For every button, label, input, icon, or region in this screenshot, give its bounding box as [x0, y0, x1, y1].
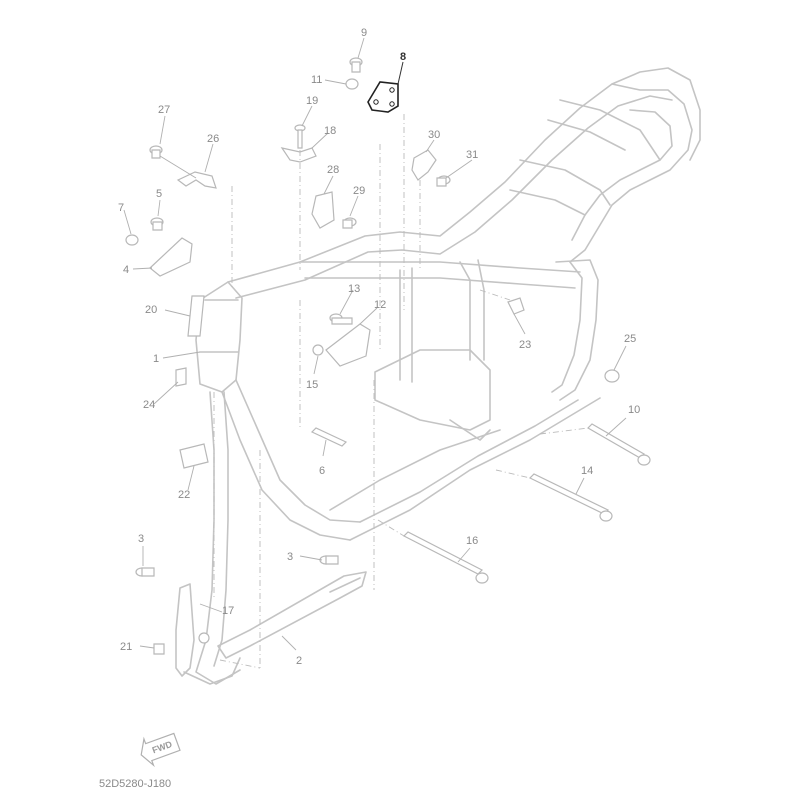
plate-22 — [179, 443, 209, 469]
bolt-6 — [310, 427, 348, 447]
diagram-code: 52D5280-J180 — [99, 778, 171, 790]
callout-30: 30 — [428, 129, 440, 141]
tape-20 — [187, 295, 205, 337]
callout-14: 14 — [581, 465, 593, 477]
callout-27: 27 — [158, 104, 170, 116]
callout-24: 24 — [143, 399, 155, 411]
fwd-arrow-icon — [140, 732, 181, 768]
callout-28: 28 — [327, 164, 339, 176]
leader-lines — [123, 37, 627, 651]
callout-18: 18 — [324, 125, 336, 137]
callout-20: 20 — [145, 304, 157, 316]
callout-5: 5 — [156, 188, 162, 200]
callout-29: 29 — [353, 185, 365, 197]
callout-1: 1 — [153, 353, 159, 365]
bracket-12 — [325, 323, 371, 367]
nut-17 — [198, 632, 210, 644]
fwd-arrow: FWD — [140, 732, 181, 768]
clip-26 — [176, 171, 217, 189]
bolt-13 — [329, 313, 353, 325]
main-frame — [175, 67, 701, 685]
callout-3-upper: 3 — [287, 551, 293, 563]
callout-2: 2 — [296, 655, 302, 667]
callout-23: 23 — [519, 339, 531, 351]
callout-13: 13 — [348, 283, 360, 295]
plug-21 — [153, 643, 165, 655]
callout-4: 4 — [123, 264, 129, 276]
bolt-9 — [349, 57, 363, 73]
clip-30 — [411, 149, 437, 181]
callout-3-lower: 3 — [138, 533, 144, 545]
plate-8-hole-b — [389, 87, 395, 93]
grommet-25 — [604, 369, 620, 383]
callout-6: 6 — [319, 465, 325, 477]
callout-31: 31 — [466, 149, 478, 161]
label-24 — [175, 367, 187, 387]
bolt-10 — [587, 423, 645, 459]
bolt-5 — [150, 217, 164, 231]
callout-17: 17 — [222, 605, 234, 617]
callout-15: 15 — [306, 379, 318, 391]
assembly-lines — [213, 114, 589, 669]
nut-15 — [312, 344, 324, 356]
plate-8-hole-a — [373, 99, 379, 105]
callout-26: 26 — [207, 133, 219, 145]
bolt-14 — [528, 473, 610, 515]
nut-7 — [125, 234, 139, 246]
callout-7: 7 — [118, 202, 124, 214]
bolt-3-upper — [319, 555, 339, 565]
small-parts — [125, 57, 651, 655]
plate-8-hole-c — [389, 101, 395, 107]
callout-10: 10 — [628, 404, 640, 416]
callout-8: 8 — [400, 51, 406, 63]
bolt-3-lower — [135, 567, 155, 577]
bolt-31 — [436, 175, 451, 187]
bracket-4 — [149, 237, 193, 277]
callout-12: 12 — [374, 299, 386, 311]
callout-11: 11 — [311, 74, 322, 86]
callout-19: 19 — [306, 95, 318, 107]
callout-25: 25 — [624, 333, 636, 345]
callout-21: 21 — [120, 641, 132, 653]
callouts: 27 26 5 7 4 20 1 24 22 19 18 28 29 30 31… — [118, 27, 640, 667]
plate-8 — [367, 81, 399, 113]
bolt-16 — [402, 531, 484, 575]
callout-9: 9 — [361, 27, 367, 39]
clamp-18 — [280, 147, 317, 163]
callout-22: 22 — [178, 489, 190, 501]
clip-23 — [507, 297, 525, 315]
screw-19 — [294, 124, 306, 149]
bolt-27 — [149, 145, 163, 159]
nut-11 — [345, 78, 359, 90]
bracket-28 — [311, 191, 335, 229]
callout-16: 16 — [466, 535, 478, 547]
bolt-29 — [342, 217, 357, 229]
